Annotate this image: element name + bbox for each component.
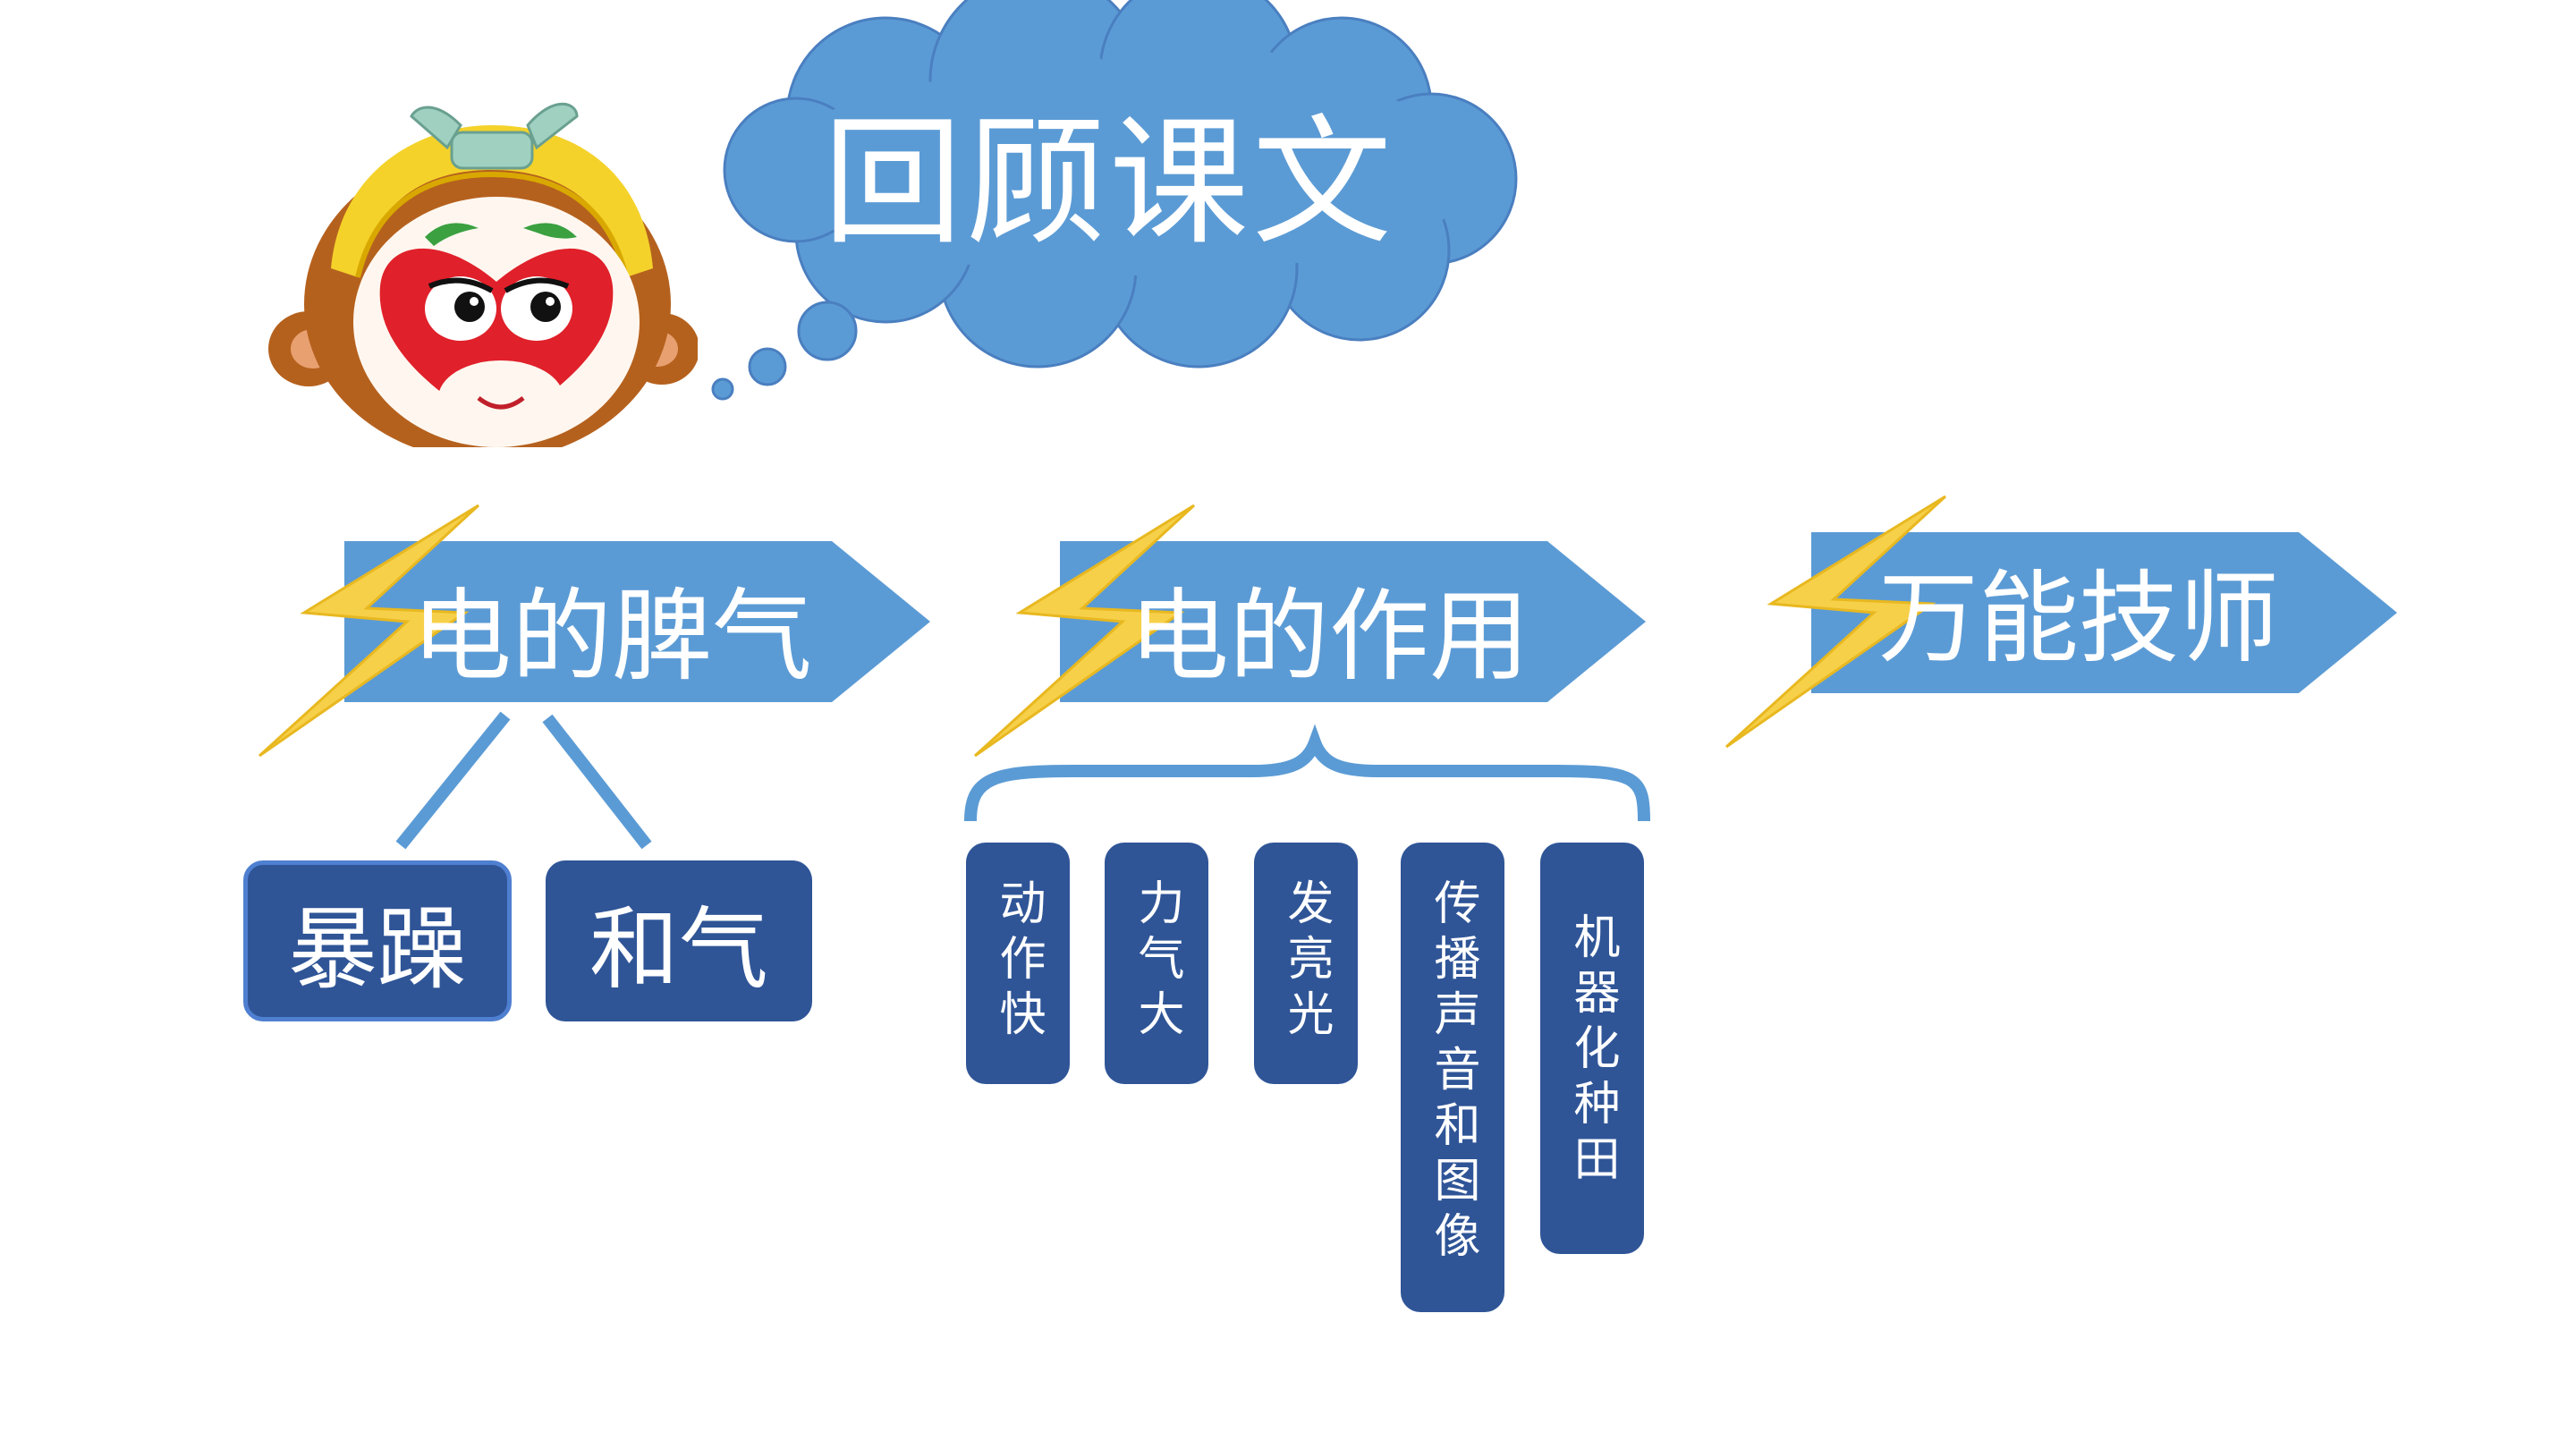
use-item-label: 传播声音和图像 [1426,878,1479,1267]
use-item-label: 动作快 [991,878,1045,1045]
banner-temper [258,504,930,758]
thought-cloud-icon [711,0,1518,401]
lightning-bolt-icon [973,504,1196,758]
monkey-king-face-icon [268,102,698,447]
banner-label-temper: 电的脾气 [411,579,812,695]
use-item-label: 力气大 [1130,878,1183,1045]
use-item-label: 机器化种田 [1565,912,1619,1190]
use-item-box[interactable]: 动作快 [966,843,1070,1084]
temper-item-box[interactable]: 暴躁 [243,860,512,1021]
lightning-bolt-icon [1724,495,1947,749]
banner-technician [1724,495,2397,749]
banner-label-technician: 万能技师 [1878,561,2279,677]
temper-item-box[interactable]: 和气 [546,860,812,1021]
temper-item-label: 和气 [589,896,768,1002]
use-item-box[interactable]: 发亮光 [1254,843,1358,1084]
use-item-label: 发亮光 [1279,878,1333,1045]
banner-label-uses: 电的作用 [1129,579,1530,695]
temper-item-label: 暴躁 [288,896,467,1002]
page-title: 回顾课文 [823,101,1395,264]
use-item-box[interactable]: 传播声音和图像 [1401,843,1504,1312]
banner-uses [973,504,1646,758]
use-item-box[interactable]: 力气大 [1105,843,1208,1084]
use-item-box[interactable]: 机器化种田 [1540,843,1644,1254]
lightning-bolt-icon [258,504,480,758]
